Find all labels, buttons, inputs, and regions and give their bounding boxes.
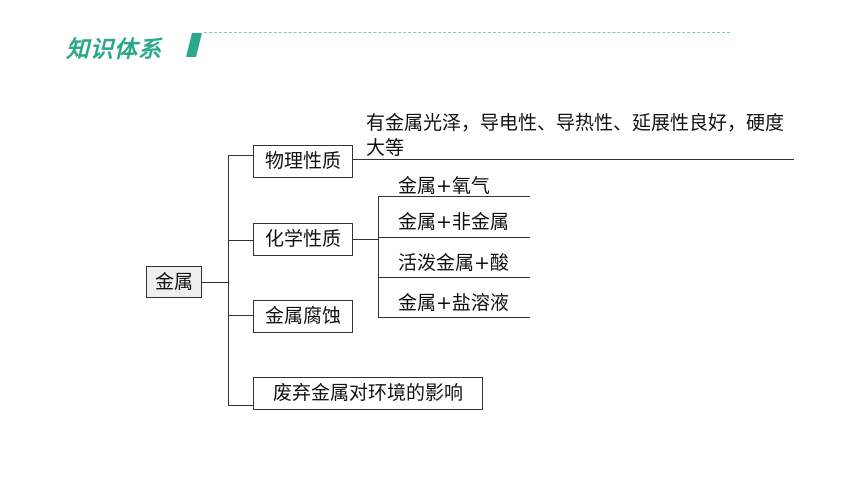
physical-properties-description: 有金属光泽，导电性、导热性、延展性良好，硬度大等 [366,112,785,159]
chemical-item: 活泼金属+酸 [398,252,509,274]
branch-connector-corrosion [228,315,253,316]
branch-connector-environment [228,405,253,406]
root-node-metal: 金属 [146,266,202,298]
branch-label: 化学性质 [264,228,341,250]
branch-label: 废弃金属对环境的影响 [272,382,463,404]
chemical-item-underline [378,237,530,238]
chemical-item: 金属+氧气 [398,175,490,197]
branch-node-corrosion: 金属腐蚀 [253,300,353,333]
branch-node-physical: 物理性质 [253,145,353,178]
chemical-connector [353,239,379,240]
chemical-item: 金属+盐溶液 [398,292,509,314]
title-accent-bar [186,33,202,57]
physical-desc-underline [353,159,794,160]
branch-connector-physical [228,155,253,156]
branch-connector-chemical [228,240,253,241]
root-node-label: 金属 [154,270,193,293]
title-dashed-divider [204,32,730,33]
chemical-item-underline [378,277,530,278]
branch-label: 物理性质 [264,150,341,172]
branch-label: 金属腐蚀 [264,305,341,327]
branch-node-environment: 废弃金属对环境的影响 [253,377,483,410]
chemical-item-underline [378,317,530,318]
chemical-item: 金属+非金属 [398,211,509,233]
main-spine [228,155,229,406]
root-connector [202,282,229,283]
branch-node-chemical: 化学性质 [253,223,353,256]
chemical-spine [378,196,379,318]
section-title: 知识体系 [66,37,162,63]
chemical-item-underline [378,196,530,197]
